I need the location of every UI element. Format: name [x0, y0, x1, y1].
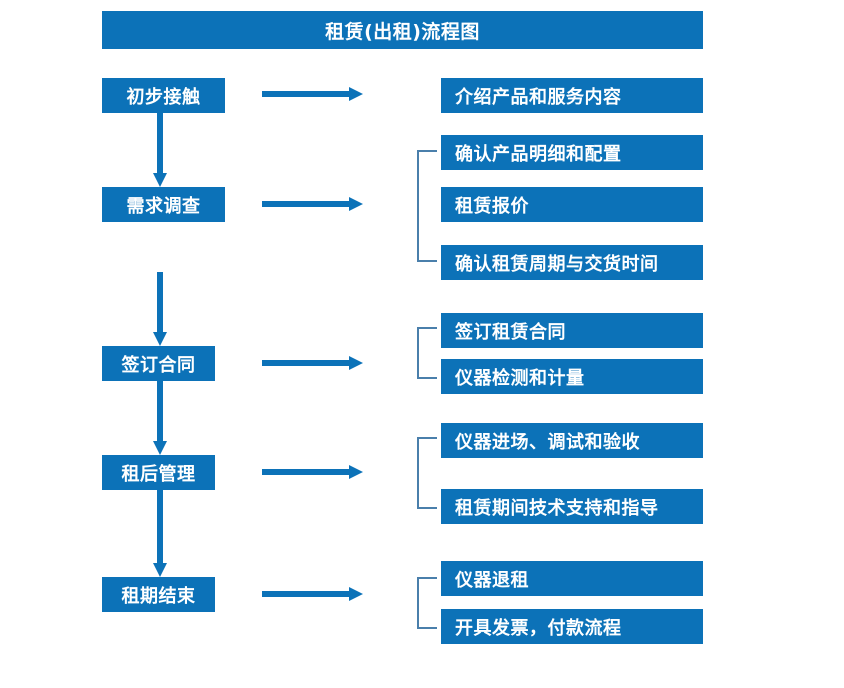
stage-box-1[interactable]: 初步接触 — [102, 78, 225, 113]
group-bracket-3 — [416, 437, 438, 509]
detail-label-8: 租赁期间技术支持和指导 — [455, 497, 659, 519]
horizontal-arrow-icon-4 — [262, 464, 364, 480]
detail-box-2[interactable]: 确认产品明细和配置 — [441, 135, 703, 170]
group-bracket-2 — [416, 327, 438, 379]
vertical-arrow-icon-4 — [152, 490, 168, 578]
stage-box-4[interactable]: 租后管理 — [102, 455, 215, 490]
detail-label-9: 仪器退租 — [455, 569, 529, 591]
detail-box-10[interactable]: 开具发票，付款流程 — [441, 609, 703, 644]
detail-label-6: 仪器检测和计量 — [455, 367, 585, 389]
page-title: 租赁(出租)流程图 — [325, 20, 480, 43]
detail-label-5: 签订租赁合同 — [455, 321, 566, 343]
detail-box-1[interactable]: 介绍产品和服务内容 — [441, 78, 703, 113]
stage-box-5[interactable]: 租期结束 — [102, 577, 215, 612]
detail-box-7[interactable]: 仪器进场、调试和验收 — [441, 423, 703, 458]
vertical-arrow-icon-2 — [152, 222, 168, 347]
detail-box-8[interactable]: 租赁期间技术支持和指导 — [441, 489, 703, 524]
stage-label-2: 需求调查 — [126, 195, 201, 217]
detail-box-5[interactable]: 签订租赁合同 — [441, 313, 703, 348]
detail-box-6[interactable]: 仪器检测和计量 — [441, 359, 703, 394]
detail-label-7: 仪器进场、调试和验收 — [455, 431, 640, 453]
horizontal-arrow-icon-1 — [262, 86, 364, 102]
stage-label-3: 签订合同 — [121, 354, 196, 376]
horizontal-arrow-icon-2 — [262, 196, 364, 212]
horizontal-arrow-icon-5 — [262, 586, 364, 602]
vertical-arrow-icon-1 — [152, 113, 168, 188]
detail-label-3: 租赁报价 — [455, 195, 529, 217]
stage-label-1: 初步接触 — [126, 86, 201, 108]
detail-label-10: 开具发票，付款流程 — [455, 617, 622, 639]
vertical-arrow-icon-3 — [152, 381, 168, 456]
detail-label-4: 确认租赁周期与交货时间 — [455, 253, 659, 275]
group-bracket-1 — [416, 150, 438, 262]
detail-box-9[interactable]: 仪器退租 — [441, 561, 703, 596]
stage-label-5: 租期结束 — [121, 585, 196, 607]
detail-label-2: 确认产品明细和配置 — [455, 143, 622, 165]
stage-box-2[interactable]: 需求调查 — [102, 187, 225, 222]
detail-box-4[interactable]: 确认租赁周期与交货时间 — [441, 245, 703, 280]
horizontal-arrow-icon-3 — [262, 355, 364, 371]
group-bracket-4 — [416, 577, 438, 629]
stage-label-4: 租后管理 — [121, 463, 196, 485]
stage-box-3[interactable]: 签订合同 — [102, 346, 215, 381]
detail-box-3[interactable]: 租赁报价 — [441, 187, 703, 222]
detail-label-1: 介绍产品和服务内容 — [455, 86, 622, 108]
diagram-title-bar: 租赁(出租)流程图 — [102, 11, 703, 49]
